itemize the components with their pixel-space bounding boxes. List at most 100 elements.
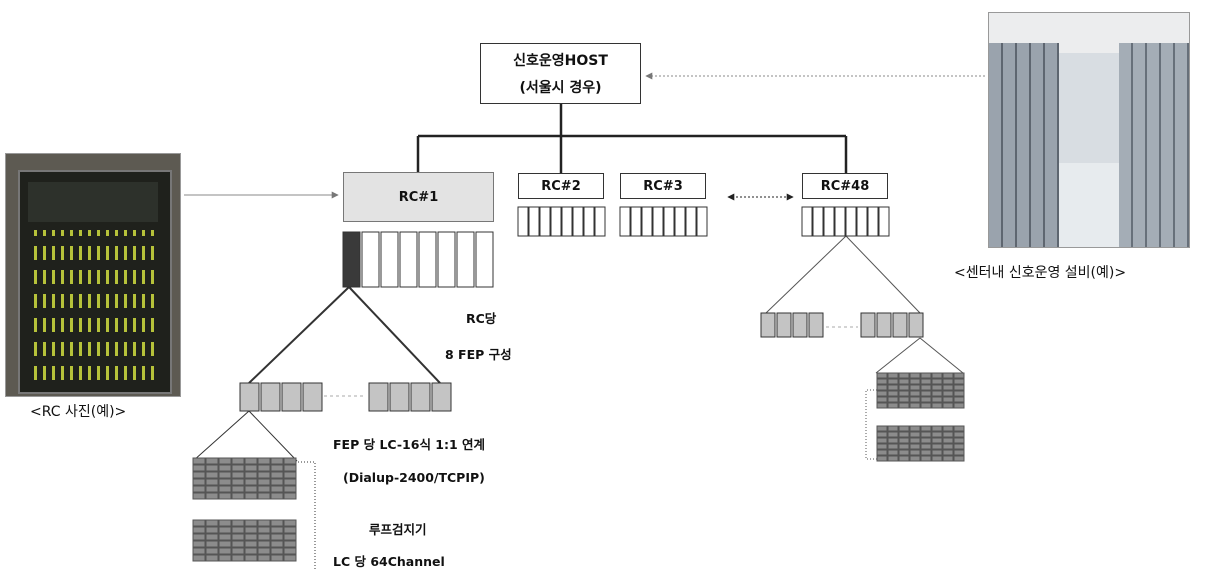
fep-slot — [518, 207, 528, 236]
detector-cell — [943, 450, 953, 455]
detector-cell — [258, 527, 270, 533]
detector-cell — [245, 479, 257, 485]
rc48-label: RC#48 — [821, 179, 870, 194]
detector-cell — [271, 555, 283, 561]
detector-cell — [193, 534, 205, 540]
detector-cell — [943, 379, 953, 384]
detector-cell — [943, 432, 953, 437]
detector-cell — [921, 444, 931, 449]
lc-unit — [809, 313, 823, 337]
detector-cell — [219, 541, 231, 547]
fep-slot — [584, 207, 594, 236]
detector-cell — [877, 432, 887, 437]
lc-unit — [303, 383, 322, 411]
rc2-box: RC#2 — [518, 173, 604, 199]
detector-cell — [921, 438, 931, 443]
fep-slot — [653, 207, 663, 236]
detector-cell — [232, 465, 244, 471]
detector-cell — [932, 379, 942, 384]
lc-unit — [861, 313, 875, 337]
lc-unit — [893, 313, 907, 337]
detector-cell — [932, 426, 942, 431]
detector-cell — [271, 527, 283, 533]
detector-cell — [206, 555, 218, 561]
detector-cell — [954, 379, 964, 384]
detector-cell — [219, 520, 231, 526]
detector-cell — [888, 385, 898, 390]
detector-cell — [245, 465, 257, 471]
detector-cell — [877, 391, 887, 396]
detector-cell — [943, 403, 953, 408]
detector-cell — [932, 438, 942, 443]
detector-cell — [954, 385, 964, 390]
fep-slot — [551, 207, 561, 236]
fep-slot — [813, 207, 823, 236]
detector-cell — [943, 397, 953, 402]
detector-cell — [899, 444, 909, 449]
detector-cell — [888, 397, 898, 402]
detector-cell — [954, 426, 964, 431]
detector-cell — [219, 486, 231, 492]
detector-cell — [193, 541, 205, 547]
detector-cell — [910, 403, 920, 408]
detector-cell — [899, 403, 909, 408]
detector-cell — [284, 479, 296, 485]
lc-unit — [432, 383, 451, 411]
detector-cell — [206, 479, 218, 485]
rc1-fep-slot — [438, 232, 455, 287]
detector-cell — [206, 541, 218, 547]
detector-cell — [206, 472, 218, 478]
detector-cell — [245, 486, 257, 492]
detector-cell — [258, 472, 270, 478]
detector-cell — [284, 534, 296, 540]
detector-cell — [877, 450, 887, 455]
lc-unit — [390, 383, 409, 411]
detector-cell — [193, 493, 205, 499]
detector-cell — [888, 444, 898, 449]
detector-cell — [954, 444, 964, 449]
detector-cell — [888, 403, 898, 408]
detector-cell — [954, 450, 964, 455]
detector-cell — [193, 465, 205, 471]
fep-slot — [562, 207, 572, 236]
detector-cell — [888, 373, 898, 378]
detector-cell — [899, 379, 909, 384]
fep-slot — [642, 207, 652, 236]
detector-cell — [910, 444, 920, 449]
detector-cell — [921, 385, 931, 390]
detector-cell — [284, 472, 296, 478]
detector-cell — [888, 426, 898, 431]
fep-slot — [857, 207, 867, 236]
detector-cell — [258, 555, 270, 561]
detector-cell — [899, 385, 909, 390]
rc48-box: RC#48 — [802, 173, 888, 199]
detector-cell — [932, 373, 942, 378]
detector-cell — [232, 486, 244, 492]
rc1-fep-slot — [400, 232, 417, 287]
detector-cell — [888, 379, 898, 384]
detector-cell — [284, 541, 296, 547]
detector-cell — [888, 438, 898, 443]
detector-cell — [219, 465, 231, 471]
detector-cell — [258, 548, 270, 554]
detector-cell — [954, 373, 964, 378]
detector-cell — [284, 520, 296, 526]
detector-cell — [877, 385, 887, 390]
detector-cell — [232, 541, 244, 547]
detector-cell — [877, 444, 887, 449]
detector-cell — [258, 493, 270, 499]
detector-cell — [921, 379, 931, 384]
detector-cell — [245, 458, 257, 464]
loop-detector-label-2: LC 당 64Channel — [333, 551, 445, 570]
host-label-line2: (서울시 경우) — [519, 77, 601, 97]
detector-cell — [954, 397, 964, 402]
detector-cell — [271, 465, 283, 471]
detector-cell — [219, 493, 231, 499]
detector-cell — [245, 472, 257, 478]
detector-cell — [232, 520, 244, 526]
detector-cell — [888, 450, 898, 455]
fep-slot — [868, 207, 878, 236]
detector-cell — [284, 458, 296, 464]
rc1-fep-slot — [362, 232, 379, 287]
fep-slot — [697, 207, 707, 236]
